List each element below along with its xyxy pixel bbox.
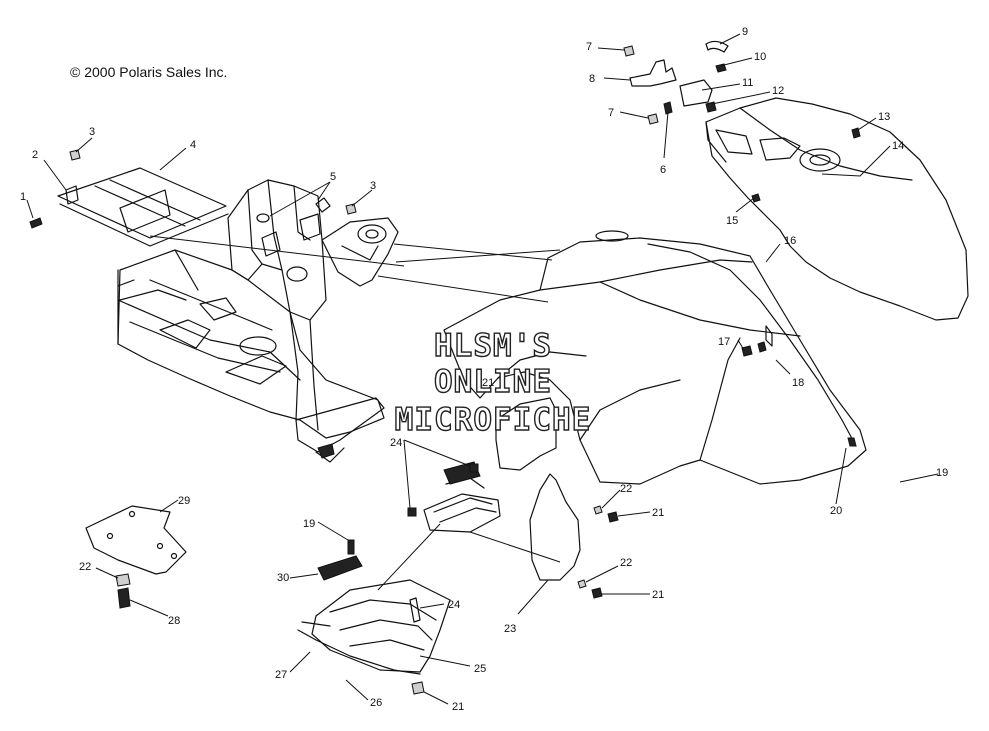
- callout-label: 15: [726, 215, 738, 227]
- callout-label: 2: [32, 149, 38, 161]
- callout-label: 20: [830, 505, 842, 517]
- callout-label: 19: [936, 467, 948, 479]
- callout-label: 16: [784, 235, 796, 247]
- callout-label: 30: [277, 572, 289, 584]
- front-fender: [443, 230, 867, 485]
- frame-assembly: [57, 167, 561, 463]
- callout-label: 11: [742, 77, 753, 89]
- callout-label: 18: [792, 377, 804, 389]
- callout-label: 21: [452, 701, 464, 713]
- callout-label: 25: [474, 663, 486, 675]
- callout-label: 14: [892, 140, 904, 152]
- callout-label: 23: [504, 623, 516, 635]
- callout-label: 27: [275, 669, 287, 681]
- callout-label: 19: [303, 518, 315, 530]
- watermark-line: ONLINE: [434, 364, 552, 400]
- callout-label: 12: [772, 85, 784, 97]
- watermark-line: MICROFICHE: [395, 402, 592, 438]
- callout-label: 21: [652, 507, 664, 519]
- callout-label: 21: [652, 589, 664, 601]
- upper-footrest: [423, 461, 501, 533]
- callout-label: 10: [754, 51, 766, 63]
- callout-label: 5: [330, 171, 336, 183]
- callout-label: 24: [448, 599, 460, 611]
- skid-plate: [85, 505, 187, 609]
- callout-label: 9: [742, 26, 748, 38]
- callout-label: 6: [660, 164, 666, 176]
- callout-label: 22: [620, 483, 632, 495]
- callout-label: 24: [390, 437, 402, 449]
- frame-hardware: [29, 149, 357, 229]
- watermark-line: HLSM'S: [434, 328, 552, 364]
- callout-label: 21: [482, 377, 494, 389]
- copyright-text: © 2000 Polaris Sales Inc.: [70, 64, 227, 80]
- callout-label: 7: [586, 41, 592, 53]
- callout-label: 13: [878, 111, 890, 123]
- callout-label: 1: [20, 191, 26, 203]
- callout-label: 3: [370, 180, 376, 192]
- mud-flaps: [495, 397, 581, 581]
- footrest-hardware: [407, 341, 767, 695]
- callout-label: 8: [589, 73, 595, 85]
- callout-label: 22: [79, 561, 91, 573]
- rear-fender: [705, 97, 969, 321]
- rear-hardware: [623, 40, 861, 203]
- callout-label: 17: [718, 336, 730, 348]
- callout-label: 3: [89, 126, 95, 138]
- callout-label: 29: [178, 495, 190, 507]
- bumper-strip: [317, 539, 363, 581]
- lower-footrest: [297, 579, 451, 675]
- watermark: HLSM'S ONLINE MICROFICHE: [394, 327, 592, 438]
- callout-label: 7: [608, 107, 614, 119]
- leader-lines: [26, 33, 939, 705]
- callout-label: 26: [370, 697, 382, 709]
- callout-label: 22: [620, 557, 632, 569]
- callout-label: 28: [168, 615, 180, 627]
- callout-labels: 1 2 3 4 5 3 7 8 9 10 11 12 7 6 13 14 15 …: [20, 26, 948, 713]
- callout-label: 4: [190, 139, 196, 151]
